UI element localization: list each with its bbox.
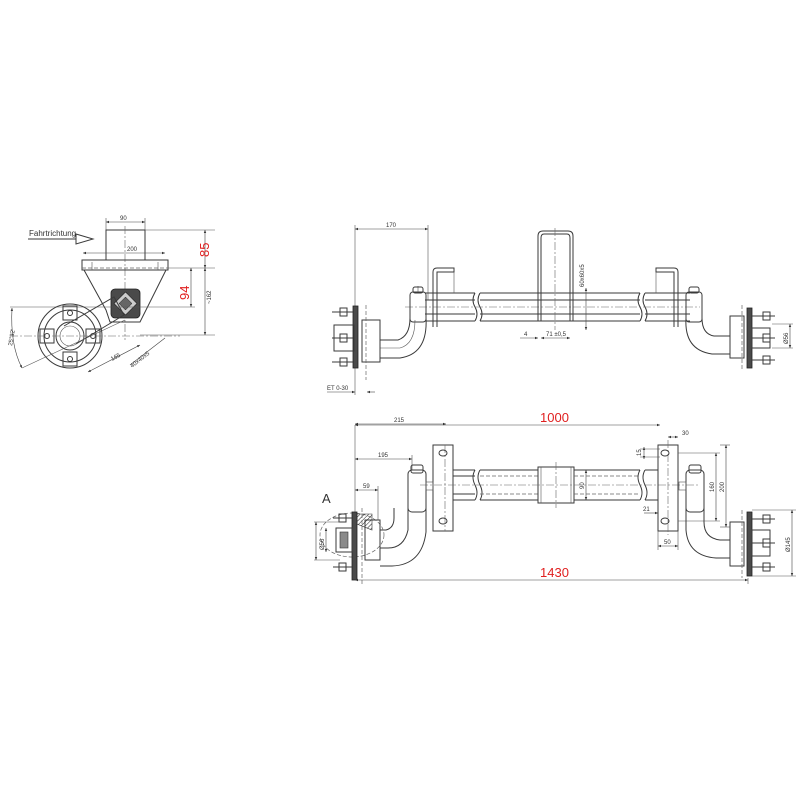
- dim-59: 59: [363, 484, 370, 490]
- right-hub-top: Ø56: [685, 286, 793, 370]
- dim-60x60: 60x60x5: [580, 264, 586, 287]
- dim-71: 71 ±0,5: [546, 332, 567, 338]
- dim-flange: Ø145: [786, 537, 792, 552]
- dim-90: 90: [120, 216, 127, 222]
- direction-arrow-icon: [75, 233, 95, 245]
- dim-15: 15: [637, 449, 643, 456]
- direction-label: Fahrtrichtung: [29, 229, 76, 238]
- dim-50: 50: [664, 540, 671, 546]
- right-hub-front: Ø145: [729, 509, 796, 578]
- detail-label-A: A: [322, 491, 331, 506]
- dim-165: 165: [110, 352, 122, 362]
- dim-1430: 1430: [540, 565, 569, 580]
- dim-200: 200: [127, 247, 138, 253]
- left-hub-top: [332, 286, 427, 380]
- dim-21: 21: [643, 507, 650, 513]
- dim-30: 30: [682, 431, 689, 437]
- dim-et: ET 0-30: [327, 386, 349, 392]
- dim-hub-left: Ø56: [320, 538, 326, 550]
- top-view: 170 60x60x5 4 71 ±0,: [327, 223, 793, 395]
- dim-94: 94: [177, 286, 192, 300]
- dim-1000: 1000: [540, 410, 569, 425]
- dim-90-front: 90: [580, 482, 586, 489]
- dim-hub-right: Ø56: [784, 332, 790, 344]
- direction-indicator: Fahrtrichtung: [28, 229, 95, 245]
- left-hub-section: Ø56: [314, 508, 385, 585]
- front-view: 1000 215 195 59 A: [314, 410, 796, 585]
- dim-215: 215: [394, 418, 405, 424]
- dim-85: 85: [197, 243, 212, 257]
- dim-40x40: 40x40x5: [130, 350, 152, 369]
- dim-4: 4: [524, 332, 528, 338]
- swing-arm: [63, 296, 125, 345]
- dim-200-front: 200: [720, 481, 726, 492]
- dim-162: ~162: [207, 290, 213, 304]
- side-view: Fahrtrichtung 90 200 85 94: [8, 216, 215, 373]
- dim-195: 195: [378, 453, 389, 459]
- dim-160: 160: [710, 481, 716, 492]
- dim-angle: 25°32': [8, 329, 17, 347]
- dim-170: 170: [386, 223, 397, 229]
